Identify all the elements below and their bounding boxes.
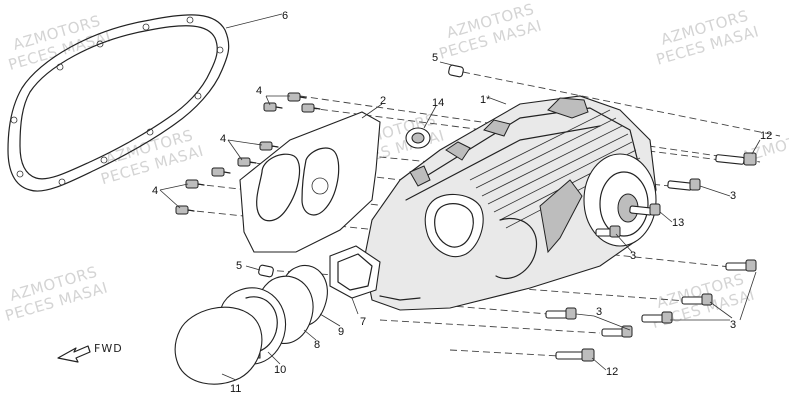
dowel-pin-5-top bbox=[448, 64, 464, 78]
direction-label: FWD bbox=[94, 342, 123, 355]
callout-12-top: 12 bbox=[760, 130, 772, 142]
callout-1: 1* bbox=[480, 94, 491, 106]
leader-lines bbox=[159, 13, 761, 381]
intake-duct-7 bbox=[329, 245, 381, 299]
callout-9: 9 bbox=[338, 326, 344, 338]
callout-12-bottom: 12 bbox=[606, 366, 618, 378]
bolt-3-b bbox=[595, 225, 621, 238]
bolt-4-e bbox=[237, 157, 257, 167]
watermark-top-center: AZMOTORS PECES MASAI bbox=[437, 0, 544, 63]
callout-11: 11 bbox=[230, 383, 241, 395]
dowel-pin-5-bottom bbox=[258, 264, 274, 278]
bolt-3-g bbox=[601, 325, 633, 338]
watermark-top-left: AZMOTORS PECES MASAI bbox=[6, 12, 113, 74]
callout-8: 8 bbox=[314, 339, 320, 351]
bolt-4-f bbox=[211, 167, 231, 177]
forward-arrow-icon bbox=[57, 345, 91, 363]
gasket-6 bbox=[7, 14, 230, 192]
intake-cap-11 bbox=[174, 306, 263, 385]
bolt-4-d bbox=[259, 141, 279, 151]
callout-4-bottom: 4 bbox=[152, 185, 158, 197]
watermark-bottom-left: AZMOTORS PECES MASAI bbox=[3, 263, 110, 325]
fasteners bbox=[175, 92, 757, 362]
callout-labels: 6 2 1* 14 5 4 4 4 5 12 3 13 3 3 3 12 7 9… bbox=[152, 10, 772, 395]
callout-4-mid: 4 bbox=[220, 133, 226, 145]
bearing-14 bbox=[405, 127, 431, 149]
bolt-3-e bbox=[641, 311, 673, 324]
bolt-4-h bbox=[175, 205, 195, 215]
bolt-3-a bbox=[667, 178, 701, 191]
bolt-12-top bbox=[715, 152, 757, 166]
callout-5-top: 5 bbox=[432, 52, 438, 64]
bolt-4-b bbox=[263, 102, 283, 112]
bolt-4-g bbox=[185, 179, 205, 189]
crankcase-cover-1 bbox=[363, 95, 657, 311]
callout-4-top: 4 bbox=[256, 85, 262, 97]
callout-5-bottom: 5 bbox=[236, 260, 242, 272]
callout-6: 6 bbox=[282, 10, 288, 22]
bolt-12-bottom bbox=[555, 348, 595, 362]
inner-plate-2 bbox=[239, 111, 381, 253]
callout-14: 14 bbox=[432, 97, 444, 109]
callout-10: 10 bbox=[274, 364, 286, 376]
callout-3-upper: 3 bbox=[730, 190, 736, 202]
callout-7: 7 bbox=[360, 316, 366, 328]
callout-3-lower: 3 bbox=[596, 306, 602, 318]
callout-3-right: 3 bbox=[730, 319, 736, 331]
watermark-top-right: AZMOTORS PECES MASAI bbox=[654, 7, 761, 69]
bolt-4-a bbox=[287, 92, 307, 102]
watermark-mid-left: AZMOTORS PECES MASAI bbox=[99, 126, 206, 188]
bolt-13 bbox=[629, 203, 661, 216]
bolt-3-f bbox=[545, 307, 577, 320]
callout-13: 13 bbox=[672, 217, 684, 229]
bolt-3-c bbox=[725, 259, 757, 272]
callout-3-center: 3 bbox=[630, 250, 636, 262]
callout-2: 2 bbox=[380, 95, 386, 107]
bolt-4-c bbox=[301, 103, 321, 113]
bolt-3-d bbox=[681, 293, 713, 306]
